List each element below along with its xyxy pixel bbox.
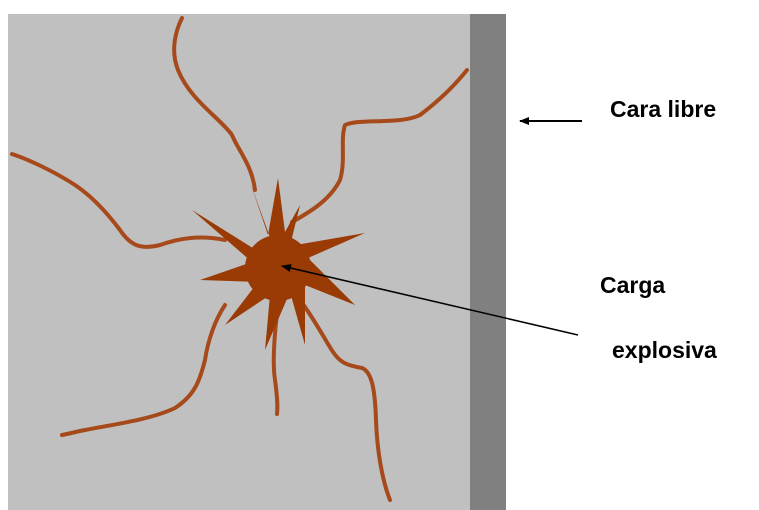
charge-label-line1: Carga [600,274,665,297]
rock-block [8,14,470,510]
charge-label-line2: explosiva [612,339,717,362]
free-face-band [470,14,506,510]
free-face-label: Cara libre [610,98,716,121]
